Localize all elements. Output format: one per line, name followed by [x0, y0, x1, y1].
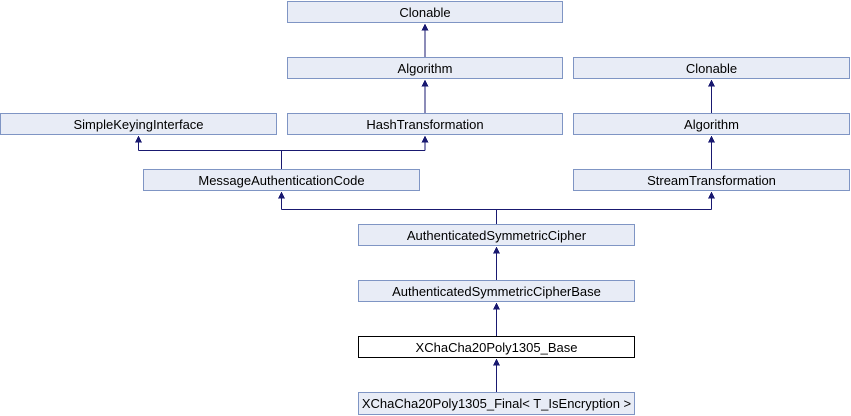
inheritance-arrow-hash-transformation-to-algorithm — [421, 79, 429, 113]
inheritance-arrow-algorithm-to-clonable — [421, 23, 429, 57]
arrowhead-icon — [708, 191, 715, 199]
class-node-message-authentication-code[interactable]: MessageAuthenticationCode — [143, 169, 420, 191]
arrowhead-icon — [493, 246, 500, 254]
arrowhead-icon — [493, 302, 500, 310]
class-node-clonable-2[interactable]: Clonable — [573, 57, 850, 79]
arrowhead-icon — [278, 191, 285, 199]
inheritance-arrow-stream-transformation-to-algorithm2 — [708, 135, 715, 169]
inheritance-arrow-xchachabase-to-ascbase — [493, 302, 500, 336]
inheritance-arrow-mac-to-ski-and-hashtransformation — [135, 135, 429, 169]
class-node-algorithm[interactable]: Algorithm — [287, 57, 563, 79]
class-node-xchacha20poly1305-final[interactable]: XChaCha20Poly1305_Final< T_IsEncryption … — [358, 392, 635, 415]
inheritance-arrow-xchachafinal-to-xchachabase — [493, 358, 500, 392]
class-node-clonable-top[interactable]: Clonable — [287, 1, 563, 23]
arrowhead-icon — [708, 79, 715, 87]
class-node-authenticated-symmetric-cipher[interactable]: AuthenticatedSymmetricCipher — [358, 224, 635, 246]
inheritance-arrow-ascbase-to-asc — [493, 246, 500, 280]
class-node-simple-keying-interface[interactable]: SimpleKeyingInterface — [0, 113, 277, 135]
arrowhead-icon — [135, 135, 142, 143]
arrowhead-icon — [421, 135, 429, 143]
class-node-stream-transformation[interactable]: StreamTransformation — [573, 169, 850, 191]
arrowhead-icon — [708, 135, 715, 143]
class-node-authenticated-symmetric-cipher-base[interactable]: AuthenticatedSymmetricCipherBase — [358, 280, 635, 302]
inheritance-arrow-algorithm2-to-clonable2 — [708, 79, 715, 113]
arrowhead-icon — [421, 23, 429, 31]
class-node-algorithm-2[interactable]: Algorithm — [573, 113, 850, 135]
inheritance-arrow-asc-to-mac-and-streamtransformation — [278, 191, 715, 224]
class-node-hash-transformation[interactable]: HashTransformation — [287, 113, 563, 135]
arrowhead-icon — [493, 358, 500, 366]
class-node-xchacha20poly1305-base: XChaCha20Poly1305_Base — [358, 336, 635, 358]
arrowhead-icon — [421, 79, 429, 87]
